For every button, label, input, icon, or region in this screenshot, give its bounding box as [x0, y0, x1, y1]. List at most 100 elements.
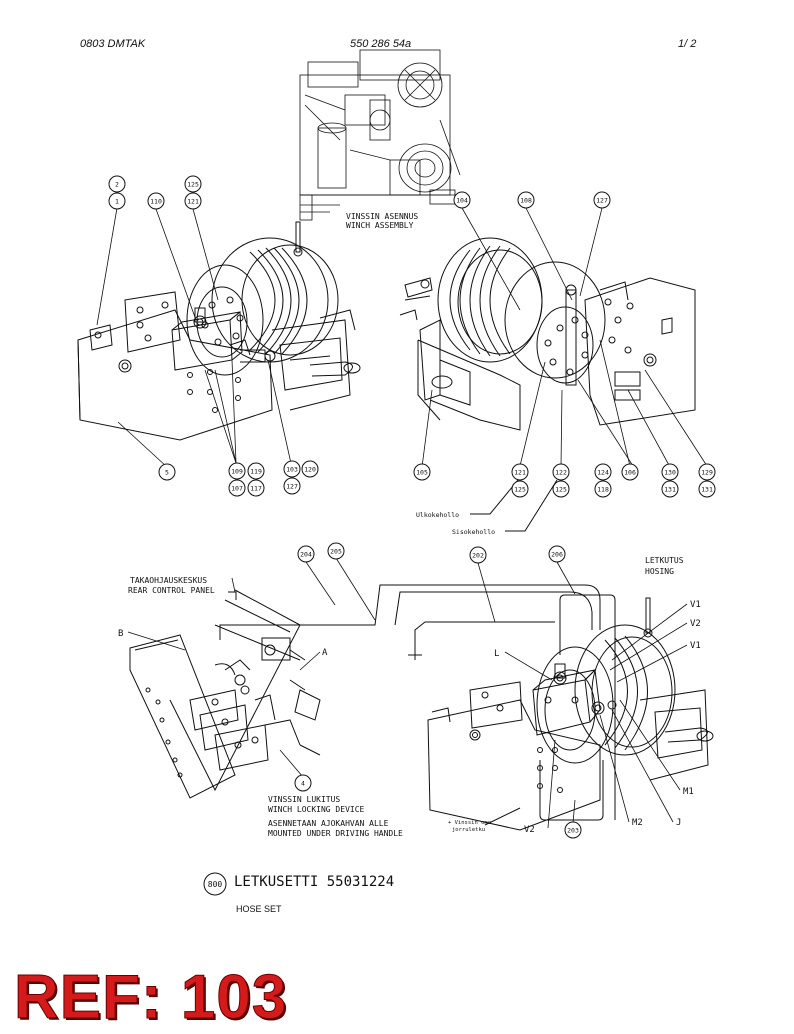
winch-assembly-label-en: WINCH ASSEMBLY [346, 221, 414, 230]
balloon-4: 4 [294, 774, 312, 792]
balloon-105: 105 [413, 463, 431, 481]
svg-text:205: 205 [330, 548, 342, 556]
balloon-118: 118 [594, 480, 612, 498]
balloon-202: 202 [469, 546, 487, 564]
balloon-205: 205 [327, 542, 345, 560]
hosing-label-en: HOSING [645, 567, 674, 576]
label-v1-top: V1 [690, 600, 701, 610]
label-v2-bottom: V2 [524, 825, 535, 835]
winch-assembly-label-fi: VINSSIN ASENNUS [346, 212, 418, 221]
svg-text:127: 127 [596, 197, 608, 205]
hosing-label-fi: LETKUTUS [645, 556, 684, 565]
label-b: B [118, 629, 123, 639]
balloon-125-inner: 125 [552, 480, 570, 498]
inside-label: Sisokehollo [452, 528, 495, 536]
header-drawing-code: 0803 DMTAK [80, 38, 146, 50]
winch-right-view [399, 237, 696, 431]
svg-text:129: 129 [701, 469, 713, 477]
balloon-800: 800 [203, 872, 227, 896]
svg-text:4: 4 [301, 780, 305, 788]
balloon-130: 130 [661, 463, 679, 481]
svg-text:122: 122 [555, 469, 567, 477]
balloon-129: 129 [698, 463, 716, 481]
reference-stamp: REF: 103 [13, 963, 288, 1033]
svg-text:1: 1 [115, 198, 119, 206]
balloon-103: 103 [283, 460, 301, 478]
svg-text:204: 204 [300, 551, 312, 559]
balloon-127: 127 [283, 477, 301, 495]
svg-text:103: 103 [286, 466, 298, 474]
label-a: A [322, 648, 328, 658]
svg-text:125: 125 [514, 486, 526, 494]
header-page-number: 1/ 2 [678, 38, 697, 50]
svg-text:202: 202 [472, 552, 484, 560]
svg-text:131: 131 [701, 486, 713, 494]
svg-text:131: 131 [664, 486, 676, 494]
hose-set-title: LETKUSETTI 55031224 [234, 874, 395, 890]
balloon-122: 122 [552, 463, 570, 481]
brake-hose-note-1: + Vinssin omo [448, 820, 491, 826]
rear-control-panel-fi: TAKAOHJAUSKESKUS [130, 576, 207, 585]
balloon-5: 5 [158, 463, 176, 481]
svg-text:203: 203 [567, 827, 579, 835]
winch-left-view [77, 221, 361, 441]
label-m1: M1 [683, 787, 694, 797]
locking-label-en: WINCH LOCKING DEVICE [268, 805, 365, 814]
balloon-124: 124 [594, 463, 612, 481]
mount-label-fi: ASENNETAAN AJOKAHVAN ALLE [268, 819, 389, 828]
rear-control-panel-en: REAR CONTROL PANEL [128, 586, 215, 595]
svg-text:120: 120 [304, 466, 316, 474]
svg-text:110: 110 [150, 198, 162, 206]
letter-labels: A B L V1 V2 V1 V2 M1 M2 J [118, 600, 701, 835]
svg-text:127: 127 [286, 483, 298, 491]
mount-label-en: MOUNTED UNDER DRIVING HANDLE [268, 829, 403, 838]
balloon-204: 204 [297, 545, 315, 563]
balloon-108: 108 [517, 191, 535, 209]
label-v1-lower: V1 [690, 641, 701, 651]
svg-text:125: 125 [187, 181, 199, 189]
balloon-125-right: 125 [511, 480, 529, 498]
svg-text:124: 124 [597, 469, 609, 477]
brake-hose-note-2: jorruletku [452, 827, 485, 833]
svg-text:2: 2 [115, 181, 119, 189]
balloon-127-right: 127 [593, 191, 611, 209]
svg-text:107: 107 [231, 485, 243, 493]
balloon-107: 107 [228, 479, 246, 497]
balloon-120: 120 [301, 460, 319, 478]
balloon-203: 203 [564, 821, 582, 839]
svg-text:121: 121 [187, 198, 199, 206]
balloon-104: 104 [453, 191, 471, 209]
svg-text:109: 109 [231, 468, 243, 476]
label-v2-top: V2 [690, 619, 701, 629]
balloon-110: 110 [147, 192, 165, 210]
svg-text:105: 105 [416, 469, 428, 477]
balloon-117: 117 [247, 479, 265, 497]
balloon-1: 1 [108, 192, 126, 210]
svg-text:118: 118 [597, 486, 609, 494]
balloon-119: 119 [247, 462, 265, 480]
hosing-view [219, 584, 714, 831]
svg-text:106: 106 [624, 469, 636, 477]
balloon-121: 121 [184, 192, 202, 210]
svg-text:206: 206 [551, 551, 563, 559]
balloon-131: 131 [661, 480, 679, 498]
svg-text:104: 104 [456, 197, 468, 205]
outside-label: Ulkokehollo [416, 511, 459, 519]
balloon-2: 2 [108, 175, 126, 193]
item-balloons: 2 1 110 125 121 5 109 107 119 117 103 12… [108, 175, 716, 896]
svg-text:117: 117 [250, 485, 262, 493]
balloon-131-right: 131 [698, 480, 716, 498]
svg-text:800: 800 [208, 880, 223, 889]
balloon-106: 106 [621, 463, 639, 481]
header-part-number: 550 286 54a [350, 38, 412, 50]
hose-set-subtitle: HOSE SET [236, 904, 282, 914]
locking-label-fi: VINSSIN LUKITUS [268, 795, 340, 804]
svg-text:5: 5 [165, 469, 169, 477]
svg-text:121: 121 [514, 469, 526, 477]
leader-lines [96, 207, 708, 829]
svg-text:108: 108 [520, 197, 532, 205]
machine-assembly-view [299, 49, 461, 221]
balloon-109: 109 [228, 462, 246, 480]
